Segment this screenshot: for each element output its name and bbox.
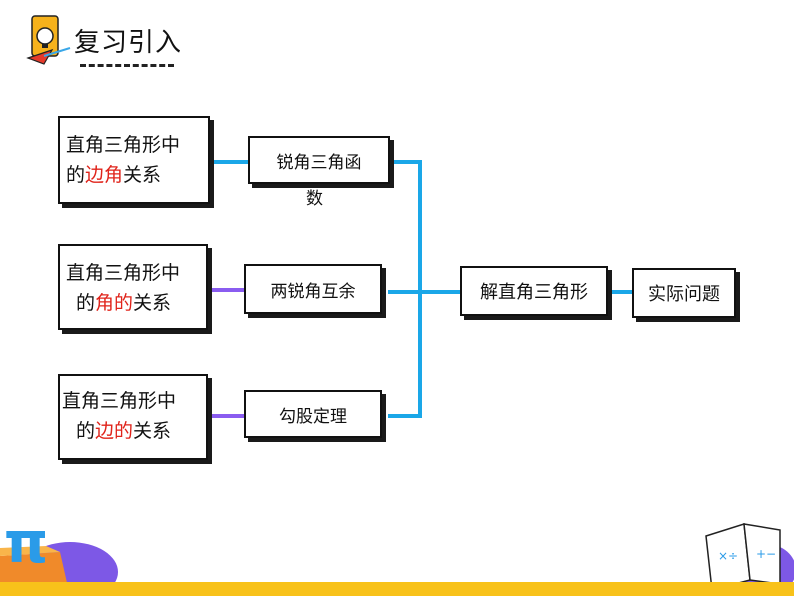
middle-box-1-label: 锐角三角函 <box>276 152 362 173</box>
left-box-1: 直角三角形中 的边角关系 <box>58 116 210 204</box>
left-box-1-suffix: 关系 <box>123 164 162 186</box>
left-box-3-highlight: 边的 <box>95 420 134 442</box>
middle-box-2-label: 两锐角互余 <box>270 281 356 302</box>
connector-vertical <box>418 160 422 418</box>
left-box-1-prefix: 的 <box>66 164 86 186</box>
lightbulb-paper-plane-icon <box>26 15 71 65</box>
pi-decoration: π <box>0 511 120 600</box>
page-title: 复习引入 <box>74 28 183 58</box>
header-icon <box>22 12 72 70</box>
middle-box-1-overflow: 数 <box>306 189 323 209</box>
middle-box-3-label: 勾股定理 <box>279 406 347 427</box>
left-box-3: 直角三角形中 的边的关系 <box>58 374 208 460</box>
book-decoration: ×÷ +− <box>688 500 794 596</box>
connector-mid1 <box>388 160 422 164</box>
left-box-2-line1: 直角三角形中 <box>66 262 181 284</box>
left-box-2-highlight: 角的 <box>95 292 134 314</box>
center-box: 解直角三角形 <box>460 266 608 316</box>
connector-row3 <box>208 414 248 418</box>
left-box-3-line2: 的边的关系 <box>62 416 206 446</box>
connector-right <box>610 290 636 294</box>
middle-box-3: 勾股定理 <box>244 390 382 438</box>
right-box: 实际问题 <box>632 268 736 318</box>
left-box-2: 直角三角形中 的角的关系 <box>58 244 208 330</box>
svg-text:×÷: ×÷ <box>718 549 738 563</box>
right-box-label: 实际问题 <box>648 284 720 305</box>
left-box-3-line1: 直角三角形中 <box>62 390 177 412</box>
left-box-2-suffix: 关系 <box>133 292 172 314</box>
left-box-1-line2: 的边角关系 <box>66 160 208 190</box>
left-box-3-suffix: 关系 <box>133 420 172 442</box>
svg-text:+−: +− <box>756 547 776 561</box>
connector-mid3 <box>388 414 422 418</box>
left-box-1-line1: 直角三角形中 <box>66 134 181 156</box>
center-box-label: 解直角三角形 <box>480 282 588 303</box>
middle-box-2: 两锐角互余 <box>244 264 382 314</box>
connector-mid2 <box>388 290 462 294</box>
left-box-2-line2: 的角的关系 <box>66 288 206 318</box>
left-box-3-prefix: 的 <box>76 420 96 442</box>
title-underline <box>80 64 174 67</box>
bottom-band <box>0 582 794 596</box>
connector-row2 <box>208 288 248 292</box>
svg-text:π: π <box>4 512 48 576</box>
middle-box-1: 锐角三角函 <box>248 136 390 184</box>
left-box-1-highlight: 边角 <box>85 164 124 186</box>
open-book-math-icon: ×÷ +− <box>705 523 794 596</box>
left-box-2-prefix: 的 <box>76 292 96 314</box>
pi-icon: π <box>0 511 118 600</box>
connector-row1 <box>210 160 252 164</box>
